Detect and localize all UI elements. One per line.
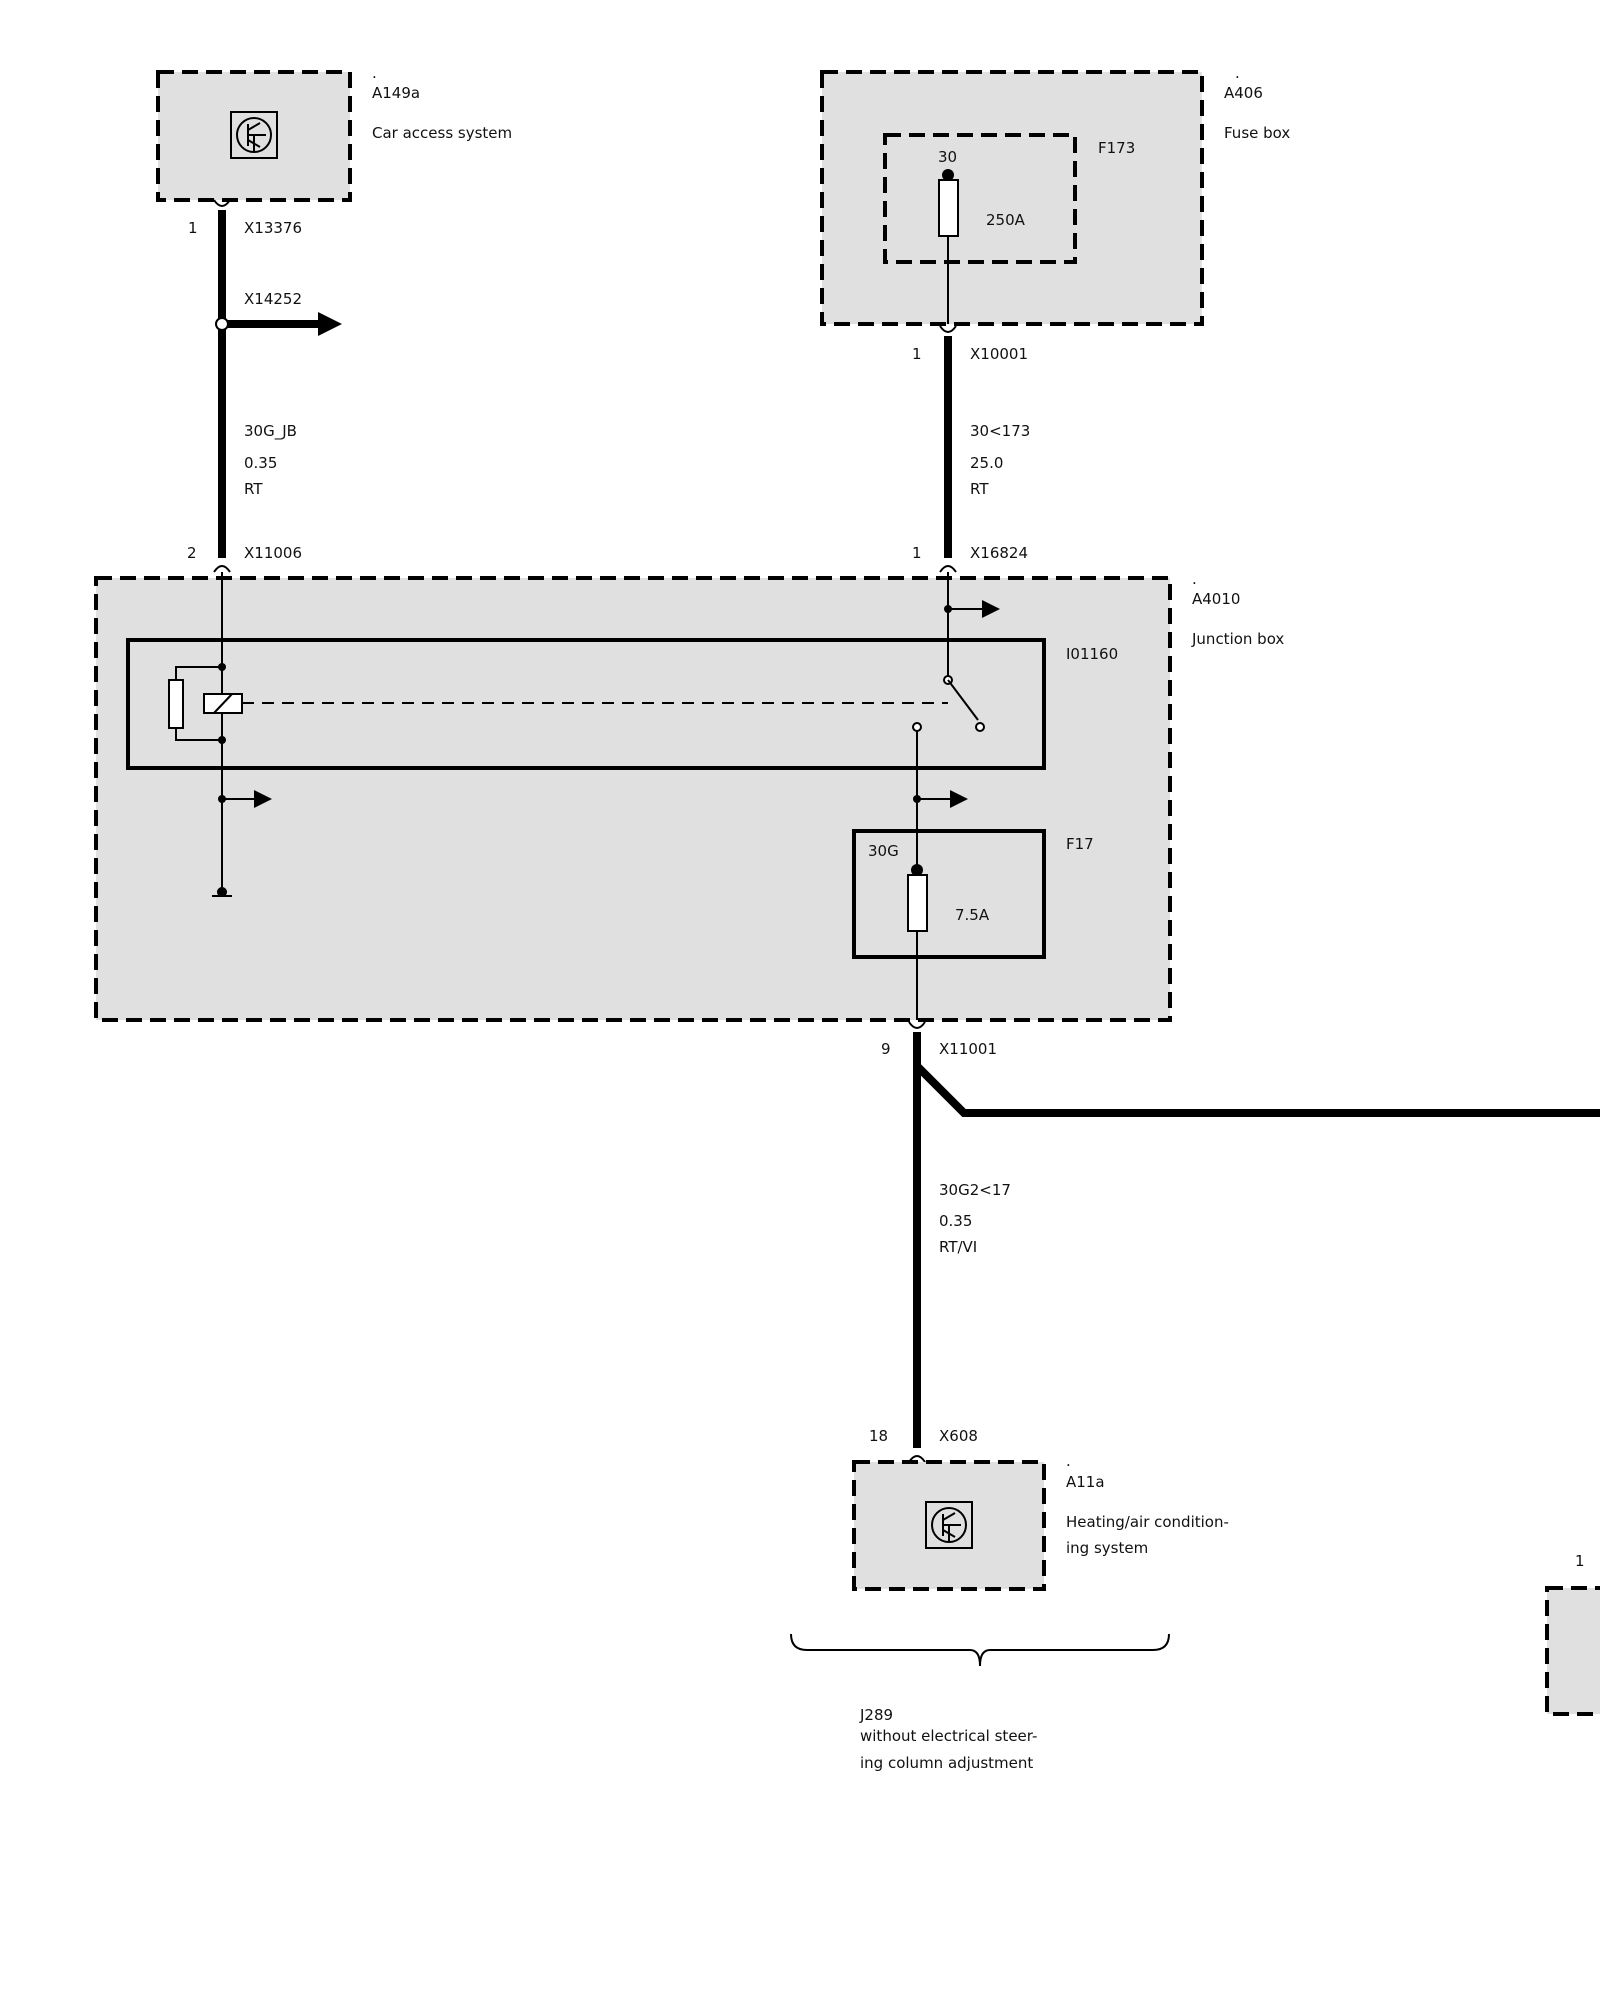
module-a11a-name-line1: Heating/air condition-: [1066, 1513, 1229, 1531]
pin-x11001: 9: [881, 1040, 891, 1058]
module-partial-pin: 1: [1575, 1552, 1585, 1570]
wire-right-color: RT: [970, 480, 989, 498]
fuse-f17-box: [852, 829, 1046, 959]
fuse-f173-terminal: 30: [938, 148, 957, 166]
arrow-icon: [982, 600, 1000, 618]
variant-note: J289 without electrical steer- ing colum…: [790, 1633, 1170, 1772]
module-a149a: . A149a Car access system: [156, 64, 512, 202]
wire-right-signal: 30<173: [970, 422, 1030, 440]
wire-left-color: RT: [244, 480, 263, 498]
connector-x13376: X13376: [244, 219, 302, 237]
control-unit-icon: [230, 111, 278, 159]
module-a406-dot: .: [1235, 64, 1240, 82]
module-partial-box: [1545, 1586, 1600, 1716]
relay-i01160-box: [126, 638, 1046, 770]
wire-right: 1 X10001 30<173 25.0 RT 1 X16824: [912, 325, 1030, 573]
note-id: J289: [859, 1706, 893, 1724]
splice-x14252-dot: [215, 317, 229, 331]
module-a149a-name: Car access system: [372, 124, 512, 142]
pin-x16824: 1: [912, 544, 922, 562]
connector-x608: X608: [939, 1427, 978, 1445]
pin-x11006: 2: [187, 544, 197, 562]
connector-x10001: X10001: [970, 345, 1028, 363]
pin-x10001: 1: [912, 345, 922, 363]
pin-x608: 18: [869, 1427, 888, 1445]
wire-right-size: 25.0: [970, 454, 1003, 472]
fuse-f173-box: [883, 133, 1077, 264]
wire-bottom-size: 0.35: [939, 1212, 972, 1230]
arrow-icon: [254, 790, 272, 808]
fuse-icon: [907, 874, 928, 932]
splice-x14252: X14252: [244, 290, 302, 308]
wire-bottom-color: RT/VI: [939, 1238, 977, 1256]
arrow-icon: [950, 790, 968, 808]
module-a11a-box: [852, 1460, 1046, 1591]
wire-bottom-signal: 30G2<17: [939, 1181, 1011, 1199]
wire-bottom: 9 X11001 30G2<17 0.35 RT/VI 18 X608: [869, 1021, 1600, 1463]
fuse-f17-rating: 7.5A: [955, 906, 990, 924]
relay-i01160-id: I01160: [1066, 645, 1118, 663]
arrow-icon: [318, 312, 342, 336]
note-line1: without electrical steer-: [860, 1727, 1037, 1745]
fuse-f173-id: F173: [1098, 139, 1135, 157]
note-line2: ing column adjustment: [860, 1754, 1033, 1772]
module-a11a-dot: .: [1066, 1452, 1071, 1470]
module-a4010-dot: .: [1192, 570, 1197, 588]
module-a406-box: [820, 70, 1204, 326]
wire-left-signal: 30G_JB: [244, 422, 297, 441]
module-a406-name: Fuse box: [1224, 124, 1290, 142]
module-a11a-name-line2: ing system: [1066, 1539, 1148, 1557]
module-partial: 1: [1545, 1552, 1600, 1716]
fuse-f173-rating: 250A: [986, 211, 1026, 229]
module-a4010-box: [94, 576, 1172, 1022]
brace-icon: [790, 1633, 1170, 1667]
module-a11a: . A11a Heating/air condition- ing system: [852, 1452, 1229, 1591]
wire-left-size: 0.35: [244, 454, 277, 472]
connector-x16824: X16824: [970, 544, 1028, 562]
module-a406: . A406 Fuse box F173 30 250A: [820, 64, 1290, 326]
module-a4010-name: Junction box: [1191, 630, 1284, 648]
module-a4010: . A4010 Junction box I01160: [94, 570, 1284, 1022]
control-unit-icon: [925, 1501, 973, 1549]
fuse-f17-terminal: 30G: [868, 842, 899, 860]
module-a149a-dot: .: [372, 64, 377, 82]
fuse-f17-id: F17: [1066, 835, 1094, 853]
module-a406-id: A406: [1224, 84, 1263, 102]
module-a4010-id: A4010: [1192, 590, 1240, 608]
fuse-icon: [938, 179, 959, 237]
connector-x11006: X11006: [244, 544, 302, 562]
resistor-icon: [168, 679, 184, 729]
module-a149a-id: A149a: [372, 84, 420, 102]
connector-x11001: X11001: [939, 1040, 997, 1058]
wire-left: 1 X13376 X14252 30G_JB 0.35 RT 2 X11006: [187, 199, 342, 573]
module-a11a-id: A11a: [1066, 1473, 1105, 1491]
pin-a149a: 1: [188, 219, 198, 237]
